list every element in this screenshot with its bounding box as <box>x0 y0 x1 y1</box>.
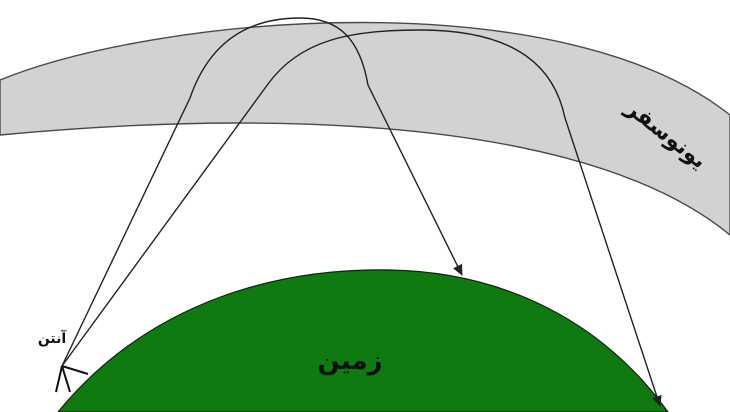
ionosphere-band <box>0 21 730 236</box>
radio-ray-short-hop <box>61 17 463 367</box>
antenna-label: آنتن <box>38 329 68 347</box>
antenna-icon <box>55 365 89 393</box>
earth-shape <box>57 269 669 412</box>
earth-label: زمین <box>317 346 382 376</box>
radio-ray-long-hop <box>61 29 662 407</box>
